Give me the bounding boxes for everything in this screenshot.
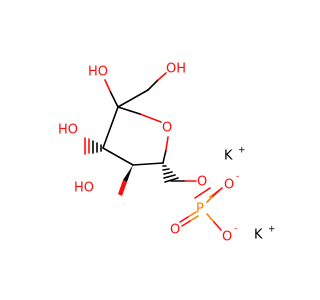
bond-oring-c2-b	[117, 106, 141, 115]
anomeric-hydroxyl-label: HO	[88, 65, 108, 80]
wedge-c4-oh	[123, 165, 133, 182]
potassium-2-label: K	[254, 228, 263, 243]
phosphate-oxygen-upper-charge: -	[236, 172, 239, 182]
potassium-2-charge: +	[268, 225, 276, 235]
bond-c2-oh-o	[104, 79, 111, 92]
bond-c2-oh	[109, 90, 119, 108]
bond-p-odouble-1o	[179, 216, 189, 223]
bonds	[84, 72, 223, 231]
ester-oxygen-label: O	[197, 175, 207, 190]
bond-oring-c2-a	[139, 113, 162, 123]
bond-c1-oh	[147, 79, 159, 91]
bond-c5-oring-a	[162, 149, 167, 164]
c4-hydroxyl-label: HO	[74, 181, 94, 196]
phosphate-oxygen-upper-label: O	[224, 178, 234, 193]
bond-p-odouble-2o	[181, 220, 191, 227]
bond-c1-oh-o	[157, 72, 167, 81]
molecule-structure: HO OH HO HO O O P O - O - O K + K +	[58, 62, 276, 245]
bond-p-odouble-2p	[189, 215, 199, 222]
bond-c5-oring-b	[165, 136, 169, 151]
phosphate-double-oxygen-label: O	[170, 223, 180, 238]
potassium-1-charge: +	[238, 146, 246, 156]
bond-p-olower-o	[213, 221, 222, 231]
bond-c4-c5	[132, 162, 164, 166]
potassium-1-label: K	[224, 149, 233, 164]
bond-c2-c1	[117, 89, 149, 108]
bond-p-oupper-o	[212, 187, 223, 197]
phosphorus-label: P	[196, 202, 204, 217]
bond-oester-p-o	[194, 187, 211, 199]
bond-c2-c3	[102, 106, 119, 149]
phosphate-oxygen-lower-label: O	[222, 230, 232, 245]
wedge-c4-oh-o	[118, 180, 127, 196]
bond-p-olower-p	[206, 213, 215, 223]
bond-c3-c4	[102, 147, 134, 166]
bond-p-oupper-p	[206, 195, 214, 203]
atom-labels: HO OH HO HO O O P O - O - O K + K +	[58, 62, 276, 245]
c3-hydroxyl-label: HO	[58, 123, 78, 138]
phosphate-oxygen-lower-charge: -	[234, 224, 237, 234]
bond-p-odouble-1p	[187, 211, 197, 218]
hydroxymethyl-hydroxyl-label: OH	[166, 62, 186, 77]
ring-oxygen-label: O	[162, 121, 172, 136]
hash-wedge-c3-oh	[84, 137, 102, 155]
hash-wedge-c5-c6	[162, 165, 179, 183]
